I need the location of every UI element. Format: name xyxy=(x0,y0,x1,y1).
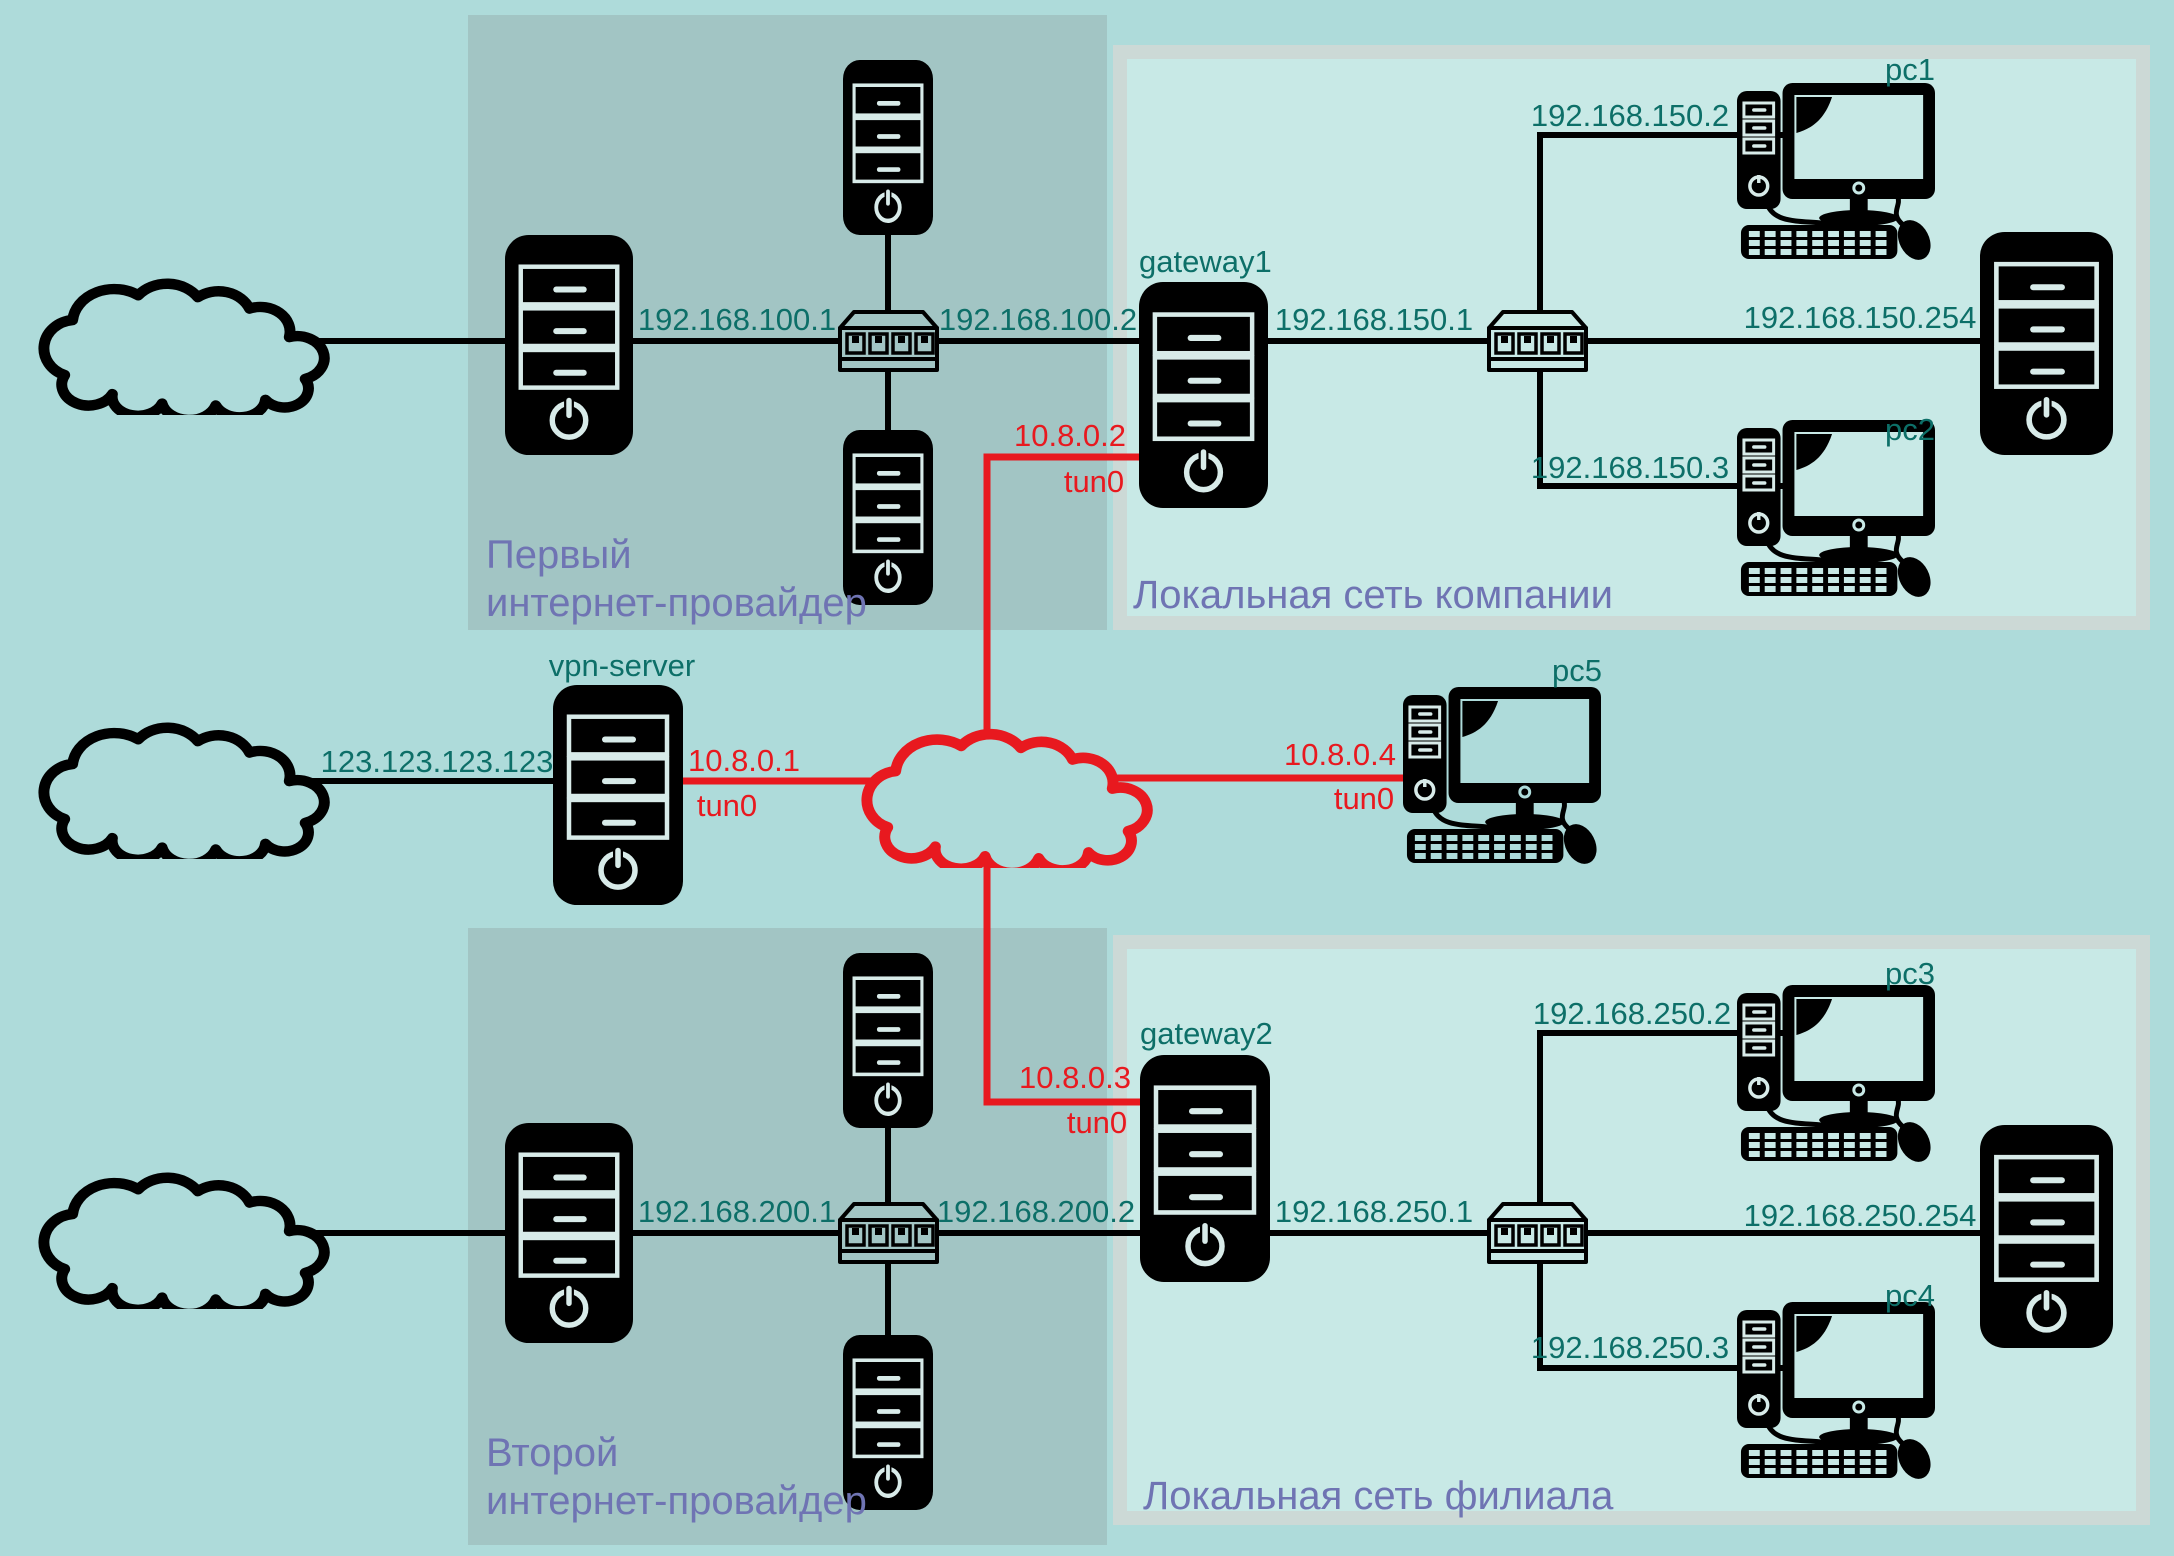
link-switch4-pc4 xyxy=(1537,1233,1790,1371)
branch-server-icon xyxy=(1980,1125,2113,1348)
gateway1-lan-ip-label: 192.168.150.1 xyxy=(1275,302,1473,337)
switch3-icon xyxy=(838,1202,939,1264)
isp1-router-icon xyxy=(505,235,633,455)
isp1-server-bottom-icon xyxy=(843,430,933,605)
region-branch-lan-label: Локальная сеть филиала xyxy=(1143,1474,1614,1518)
pc2-ip-label: 192.168.150.3 xyxy=(1531,450,1729,485)
switch2-icon xyxy=(1487,310,1588,372)
pc4-ip-label: 192.168.250.3 xyxy=(1531,1330,1729,1365)
switch1-icon xyxy=(838,310,939,372)
region-company-lan-label: Локальная сеть компании xyxy=(1133,573,1613,617)
gateway2-tun-ip-label: 10.8.0.3 xyxy=(1019,1060,1131,1095)
gateway2-lan-ip-label: 192.168.250.1 xyxy=(1275,1194,1473,1229)
switch4-icon xyxy=(1487,1202,1588,1264)
pc4-icon xyxy=(1737,1302,1937,1485)
pc2-icon xyxy=(1737,420,1937,603)
pc1-name-label: pc1 xyxy=(1885,52,1935,87)
pc5-icon xyxy=(1403,687,1603,870)
link-gateway1-redcloud xyxy=(983,453,1210,735)
isp2-router-ip-label: 192.168.200.1 xyxy=(638,1194,836,1229)
isp1-router-ip-label: 192.168.100.1 xyxy=(638,302,836,337)
region-isp2-label-line2: интернет-провайдер xyxy=(486,1479,867,1523)
region-isp1-label-line1: Первый xyxy=(486,533,632,577)
vpn-server-public-ip-label: 123.123.123.123 xyxy=(321,744,554,779)
isp2-server-top-icon xyxy=(843,953,933,1128)
pc3-icon xyxy=(1737,985,1937,1168)
pc4-name-label: pc4 xyxy=(1885,1278,1935,1313)
region-company-lan-box xyxy=(1113,45,2150,630)
company-server-ip-label: 192.168.150.254 xyxy=(1744,300,1977,335)
region-isp2-label-line1: Второй xyxy=(486,1431,618,1475)
pc1-icon xyxy=(1737,83,1937,266)
isp1-server-top-icon xyxy=(843,60,933,235)
gateway2-wan-ip-label: 192.168.200.2 xyxy=(937,1194,1135,1229)
internet-cloud-middle-icon xyxy=(44,728,324,864)
gateway1-wan-ip-label: 192.168.100.2 xyxy=(939,302,1137,337)
link-switch4-pc3 xyxy=(1537,1030,1790,1233)
gateway1-name-label: gateway1 xyxy=(1139,244,1272,279)
gateway1-tun-if-label: tun0 xyxy=(1064,464,1124,499)
pc3-name-label: pc3 xyxy=(1885,956,1935,991)
internet-cloud-bottom-icon xyxy=(44,1178,324,1314)
pc2-name-label: pc2 xyxy=(1885,412,1935,447)
gateway2-tun-if-label: tun0 xyxy=(1067,1105,1127,1140)
pc5-tun-if-label: tun0 xyxy=(1334,781,1394,816)
vpn-server-tun-if-label: tun0 xyxy=(697,788,757,823)
gateway2-icon xyxy=(1140,1055,1270,1282)
company-server-icon xyxy=(1980,232,2113,455)
gateway1-icon xyxy=(1139,282,1268,508)
region-isp1-label-line2: интернет-провайдер xyxy=(486,581,867,625)
gateway1-tun-ip-label: 10.8.0.2 xyxy=(1014,418,1126,453)
pc3-ip-label: 192.168.250.2 xyxy=(1533,996,1731,1031)
vpn-server-name-label: vpn-server xyxy=(549,648,695,683)
vpn-server-tun-ip-label: 10.8.0.1 xyxy=(688,743,800,778)
link-switch2-pc1 xyxy=(1537,132,1790,341)
isp2-router-icon xyxy=(505,1123,633,1343)
gateway2-name-label: gateway2 xyxy=(1140,1016,1273,1051)
pc5-tun-ip-label: 10.8.0.4 xyxy=(1284,737,1396,772)
vpn-tunnel-cloud-icon xyxy=(867,734,1147,873)
vpn-server-icon xyxy=(553,685,683,905)
pc5-name-label: pc5 xyxy=(1552,653,1602,688)
black-links xyxy=(175,132,2046,1425)
link-redcloud-gateway2 xyxy=(983,845,1210,1106)
pc1-ip-label: 192.168.150.2 xyxy=(1531,98,1729,133)
internet-cloud-top-icon xyxy=(44,284,324,420)
branch-server-ip-label: 192.168.250.254 xyxy=(1744,1198,1977,1233)
link-switch2-pc2 xyxy=(1537,341,1790,489)
